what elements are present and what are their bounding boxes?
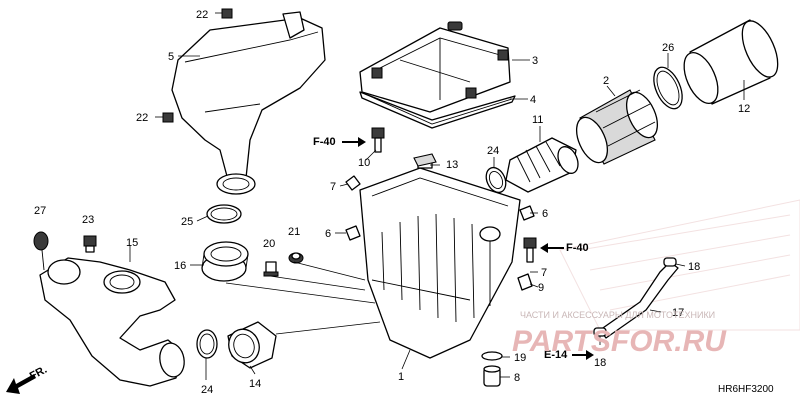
- callout-27: 27: [34, 205, 46, 217]
- part-22-bolt-left: [155, 112, 174, 123]
- callout-19: 19: [514, 352, 526, 364]
- callout-10: 10: [358, 157, 370, 169]
- callout-12: 12: [738, 103, 750, 115]
- callout-14: 14: [249, 378, 261, 390]
- part-16-joint: [201, 241, 249, 282]
- callout-24-upper: 24: [487, 145, 499, 157]
- watermark-logo-text: PARTSFOR.RU: [512, 325, 727, 358]
- svg-text:F-40: F-40: [313, 136, 336, 148]
- part-12-filter-outer-cover: [683, 19, 779, 105]
- svg-text:FR.: FR.: [28, 364, 49, 383]
- callout-22-top: 22: [196, 9, 208, 21]
- part-13-plate: [413, 153, 437, 167]
- callout-18-upper: 18: [688, 261, 700, 273]
- part-27-clip: [33, 231, 49, 271]
- part-6-clip-right: [519, 205, 535, 221]
- callout-23: 23: [82, 214, 94, 226]
- callout-3: 3: [532, 55, 538, 67]
- callout-8: 8: [514, 372, 520, 384]
- callout-7-upper: 7: [330, 181, 336, 193]
- callout-2: 2: [603, 75, 609, 87]
- callout-4: 4: [530, 94, 536, 106]
- callout-7-lower: 7: [541, 267, 547, 279]
- svg-text:E-14: E-14: [544, 349, 568, 361]
- reference-f40-upper: F-40: [313, 136, 366, 148]
- callout-15: 15: [126, 237, 138, 249]
- watermark-text: ЧАСТИ И АКСЕССУАРЫ ДЛЯ МОТОТЕХНИКИ: [520, 310, 715, 320]
- part-17-drain-tube: [599, 261, 679, 339]
- callout-17: 17: [672, 307, 684, 319]
- callout-numbers: 22 5 22 3 4 26 2 12 11 24 10 13 7 6 27 2…: [34, 9, 750, 396]
- part-6-clip-left: [345, 225, 361, 241]
- part-25-band: [206, 204, 242, 224]
- part-26-filter-band: [653, 66, 683, 110]
- reference-e14: E-14: [544, 349, 594, 361]
- callout-16: 16: [174, 260, 186, 272]
- part-23-grommet: [83, 235, 97, 253]
- callout-24-lower: 24: [201, 384, 213, 396]
- callout-11: 11: [532, 114, 543, 126]
- watermark: ЧАСТИ И АКСЕССУАРЫ ДЛЯ МОТОТЕХНИКИ PARTS…: [512, 310, 727, 358]
- callout-25: 25: [181, 216, 193, 228]
- part-14-lower-joint: [227, 321, 277, 369]
- callout-6-right: 6: [542, 208, 548, 220]
- part-8-drain-plug: [483, 365, 501, 387]
- svg-text:F-40: F-40: [566, 242, 589, 254]
- part-10-clip-bolt: [371, 127, 385, 153]
- callout-26: 26: [662, 42, 674, 54]
- part-24-band-lower: [196, 329, 218, 359]
- part-24-band-upper: [485, 166, 507, 194]
- part-2-air-filter-element: [575, 89, 659, 165]
- callout-22-left: 22: [136, 112, 148, 124]
- watermark-wing-logo: [559, 199, 800, 331]
- callout-20: 20: [263, 238, 275, 250]
- part-9-clip: [517, 273, 533, 291]
- diagram-code: HR6HF3200: [718, 384, 774, 395]
- callout-6-left: 6: [325, 228, 331, 240]
- callout-9: 9: [538, 282, 544, 294]
- part-21-grommet: [288, 252, 304, 264]
- callout-13: 13: [446, 159, 458, 171]
- part-1-air-cleaner-case: [359, 159, 521, 359]
- part-20-sensor: [263, 261, 279, 277]
- part-7-clip-upper: [345, 175, 361, 191]
- reference-f40-lower: F-40: [540, 242, 589, 254]
- front-arrow-icon: [6, 374, 36, 394]
- part-19-o-ring: [481, 351, 503, 361]
- part-5-intake-resonator: [171, 11, 326, 195]
- callout-21: 21: [288, 226, 300, 238]
- part-22-bolt-top: [215, 8, 233, 19]
- callout-18-lower: 18: [594, 357, 606, 369]
- part-11-connecting-tube: [505, 137, 579, 193]
- part-15-intake-duct: [39, 257, 185, 387]
- part-18-clip-upper: [663, 257, 677, 267]
- front-direction-indicator: FR.: [6, 364, 49, 394]
- leader-lines: [129, 53, 745, 380]
- callout-1: 1: [398, 371, 404, 383]
- part-3-airbox-cover: [359, 21, 511, 113]
- callout-5: 5: [168, 51, 174, 63]
- part-7-clip-lower: [523, 237, 537, 263]
- part-4-cover-gasket: [359, 91, 516, 129]
